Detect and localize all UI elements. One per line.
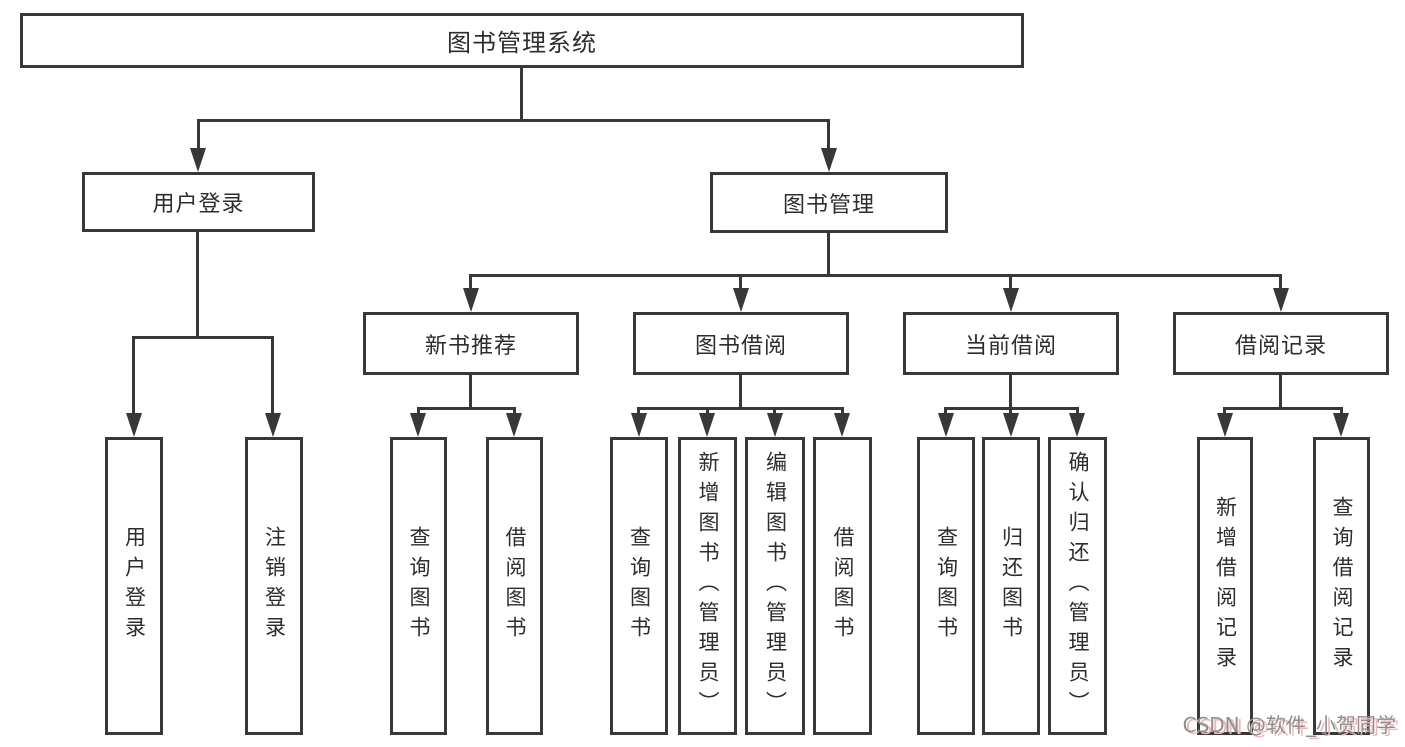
leaf-nb-borrow-books: 借阅图书 [486,437,543,735]
arrowhead-bb-query [631,413,647,437]
arrowhead-current-borrow [1003,288,1019,312]
csdn-watermark: CSDN @软件_小贺同学 [1182,713,1396,737]
leaf-bb-edit-books-admin: 编辑图书（管理员） [745,437,805,735]
connector-arrow-borrow-records [1279,274,1282,292]
node-current-borrow-label: 当前借阅 [964,333,1057,359]
leaf-logout: 注销登录 [245,437,303,735]
connector-book-borrow-stem [739,375,742,410]
arrowhead-book-borrow [733,288,749,312]
leaf-cb-query-books: 查询图书 [917,437,975,735]
node-borrow-records: 借阅记录 [1173,312,1389,375]
arrowhead-br-query [1333,413,1349,437]
connector-arrow-book-borrow [739,274,742,292]
arrowhead-cb-query [938,413,954,437]
arrowhead-borrow-records [1273,288,1289,312]
connector-arrow-new-books [469,274,472,292]
connector-arrow-nb-borrow [513,407,516,417]
connector-arrow-cb-query [944,407,947,417]
node-borrow-records-label: 借阅记录 [1234,333,1327,359]
node-new-books-label: 新书推荐 [424,333,517,359]
connector-level2-branch [197,119,830,122]
node-book-borrow-label: 图书借阅 [694,333,787,359]
arrowhead-user-login [190,148,206,172]
connector-user-login-stem [196,232,199,339]
connector-new-books-stem [469,375,472,410]
arrowhead-bb-add [699,413,715,437]
connector-arrow-login [132,336,135,416]
connector-borrow-records-stem [1279,375,1282,410]
arrowhead-bb-borrow [834,413,850,437]
node-new-books: 新书推荐 [363,312,579,375]
leaf-cb-confirm-return-admin: 确认归还（管理员） [1048,437,1107,735]
arrowhead-cb-return [1003,413,1019,437]
connector-arrow-user-login [197,119,200,152]
connector-arrow-cb-confirm [1076,407,1079,417]
arrowhead-logout [265,413,281,437]
connector-book-borrow-branch [637,407,844,410]
arrowhead-br-add [1217,413,1233,437]
arrowhead-book-mgmt [821,148,837,172]
connector-arrow-bb-edit [773,407,776,417]
connector-arrow-current-borrow [1009,274,1012,292]
connector-root-stem [520,68,523,122]
leaf-bb-add-books-admin: 新增图书（管理员） [678,437,737,735]
arrowhead-bb-edit [767,413,783,437]
connector-arrow-logout [271,336,274,416]
connector-new-books-branch [417,407,516,410]
node-root: 图书管理系统 [20,13,1024,68]
node-root-label: 图书管理系统 [447,29,597,57]
arrowhead-login [126,413,142,437]
connector-book-mgmt-stem [827,233,830,277]
node-current-borrow: 当前借阅 [903,312,1119,375]
node-book-management: 图书管理 [710,172,948,233]
connector-current-borrow-stem [1009,375,1012,410]
node-book-borrow: 图书借阅 [633,312,849,375]
connector-arrow-br-add [1223,407,1226,417]
connector-arrow-bb-borrow [841,407,844,417]
leaf-cb-return-books: 归还图书 [982,437,1040,735]
connector-user-login-branch [132,336,274,339]
connector-borrow-records-branch [1223,407,1343,410]
connector-arrow-book-mgmt [827,119,830,152]
connector-arrow-nb-query [417,407,420,417]
arrowhead-nb-query [410,413,426,437]
leaf-user-login: 用户登录 [105,437,163,735]
connector-arrow-cb-return [1009,407,1012,417]
arrowhead-new-books [463,288,479,312]
leaf-bb-query-books: 查询图书 [610,437,668,735]
leaf-bb-borrow-books: 借阅图书 [813,437,872,735]
arrowhead-nb-borrow [506,413,522,437]
connector-arrow-br-query [1340,407,1343,417]
arrowhead-cb-confirm [1069,413,1085,437]
node-book-management-label: 图书管理 [782,192,875,218]
connector-level3-branch [469,274,1282,277]
connector-arrow-bb-query [637,407,640,417]
leaf-nb-query-books: 查询图书 [390,437,447,735]
leaf-br-add-record: 新增借阅记录 [1197,437,1253,735]
node-user-login-label: 用户登录 [152,192,245,217]
node-user-login: 用户登录 [82,172,315,232]
leaf-br-query-record: 查询借阅记录 [1313,437,1370,735]
connector-arrow-bb-add [706,407,709,417]
